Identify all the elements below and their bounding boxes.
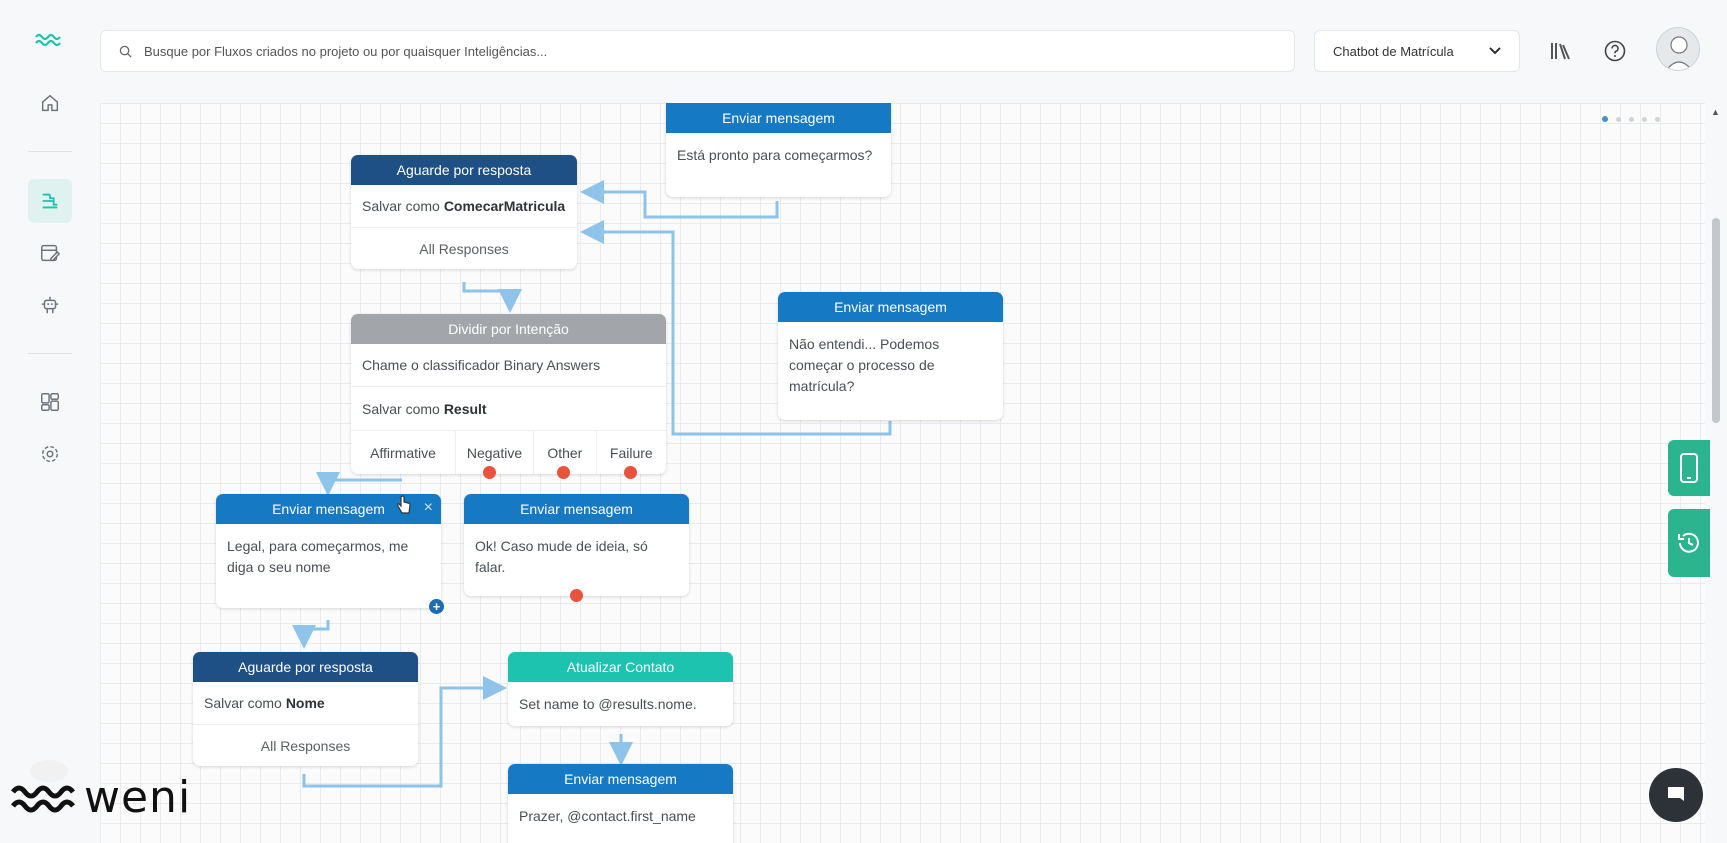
phone-icon — [1680, 453, 1698, 483]
history-icon — [1678, 532, 1699, 553]
save-variable: Nome — [285, 695, 325, 711]
update-contact-node[interactable]: Atualizar Contato Set name to @results.n… — [508, 652, 733, 726]
search-bar[interactable] — [100, 30, 1295, 72]
flows-icon[interactable] — [28, 179, 72, 223]
send-message-node-start[interactable]: Enviar mensagem Está pronto para começar… — [666, 103, 891, 197]
help-icon[interactable] — [1602, 38, 1628, 64]
node-message-text: Ok! Caso mude de ideia, só falar. — [475, 538, 648, 575]
send-message-node-retry[interactable]: Enviar mensagem Não entendi... Podemos c… — [778, 292, 1003, 420]
weni-waves-icon — [11, 785, 75, 812]
node-message-text: Legal, para começarmos, me diga o seu no… — [227, 538, 409, 575]
flow-connections — [292, 180, 892, 788]
save-prefix: Salvar como — [204, 695, 282, 711]
exit-dot[interactable] — [570, 589, 583, 602]
chat-button[interactable] — [1649, 768, 1703, 822]
exit-dot-failure[interactable] — [624, 466, 637, 479]
hand-cursor-icon — [397, 495, 411, 514]
category-failure[interactable]: Failure — [609, 445, 653, 461]
chat-icon — [1668, 787, 1684, 801]
category-negative[interactable]: Negative — [456, 431, 535, 474]
canvas-scrollbar[interactable]: ▲ — [1710, 103, 1722, 843]
books-icon[interactable] — [1548, 38, 1574, 64]
weni-logo-icon[interactable] — [34, 32, 64, 48]
chevron-down-icon — [1489, 47, 1501, 55]
category-other[interactable]: Other — [534, 431, 597, 474]
save-prefix: Salvar como — [362, 198, 440, 214]
search-icon — [119, 45, 132, 58]
brand-name: weni — [84, 772, 192, 823]
node-header: Enviar mensagem — [778, 292, 1003, 322]
weni-brand-logo: weni — [10, 772, 191, 823]
search-input[interactable] — [142, 42, 1246, 60]
exit-dot-other[interactable] — [557, 466, 570, 479]
node-header-label: Enviar mensagem — [272, 501, 385, 517]
robot-icon[interactable] — [28, 283, 72, 327]
dashboard-icon[interactable] — [28, 380, 72, 424]
project-select-value: Chatbot de Matrícula — [1333, 43, 1454, 59]
home-icon[interactable] — [28, 81, 72, 125]
scroll-up-icon[interactable]: ▲ — [1711, 107, 1720, 117]
flow-canvas[interactable]: Enviar mensagem Está pronto para começar… — [100, 103, 1705, 843]
responses-row[interactable]: All Responses — [193, 725, 418, 766]
split-by-intent-node[interactable]: Dividir por Intenção Chame o classificad… — [351, 314, 666, 474]
save-variable: ComecarMatricula — [443, 198, 566, 214]
node-header: Aguarde por resposta — [351, 155, 577, 185]
category-list: Affirmative Negative Other Failure — [351, 431, 666, 474]
revision-history-button[interactable] — [1668, 509, 1710, 577]
node-header: Aguarde por resposta — [193, 652, 418, 682]
save-prefix: Salvar como — [362, 400, 440, 417]
save-variable: Result — [443, 400, 487, 417]
gear-icon[interactable] — [28, 432, 72, 476]
node-header: Enviar mensagem — [464, 494, 689, 524]
send-message-node-greeting[interactable]: Enviar mensagem Prazer, @contact.first_n… — [508, 764, 733, 843]
responses-label: All Responses — [260, 738, 351, 754]
project-select[interactable]: Chatbot de Matrícula — [1314, 30, 1520, 72]
category-affirmative[interactable]: Affirmative — [351, 431, 456, 474]
responses-label: All Responses — [419, 241, 509, 257]
node-header: Dividir por Intenção — [351, 314, 666, 344]
classifier-text: Chame o classificador Binary Answers — [362, 357, 601, 373]
node-header: Enviar mensagem — [508, 764, 733, 794]
classifier-row: Chame o classificador Binary Answers — [351, 344, 666, 387]
node-header: Enviar mensagem — [666, 103, 891, 133]
node-message-text: Está pronto para começarmos? — [677, 147, 873, 163]
add-action-icon[interactable]: + — [429, 599, 444, 614]
avatar[interactable] — [1656, 27, 1700, 71]
node-header: Atualizar Contato — [508, 652, 733, 682]
edit-board-icon[interactable] — [28, 231, 72, 275]
node-action-text: Set name to @results.nome. — [519, 696, 697, 712]
simulator-phone-button[interactable] — [1668, 440, 1710, 496]
send-message-node-name[interactable]: Enviar mensagem × Legal, para começarmos… — [216, 494, 441, 608]
exit-dot-negative[interactable] — [483, 466, 496, 479]
minimap-dots[interactable] — [1602, 116, 1660, 122]
close-icon[interactable]: × — [423, 499, 433, 516]
responses-row[interactable]: All Responses — [351, 228, 577, 269]
send-message-node-ok[interactable]: Enviar mensagem Ok! Caso mude de ideia, … — [464, 494, 689, 596]
sidebar — [0, 0, 96, 843]
node-message-text: Prazer, @contact.first_name — [519, 808, 696, 824]
logo-backdrop — [30, 760, 68, 782]
node-message-text: Não entendi... Podemos começar o process… — [789, 336, 940, 394]
scroll-thumb[interactable] — [1712, 218, 1720, 423]
